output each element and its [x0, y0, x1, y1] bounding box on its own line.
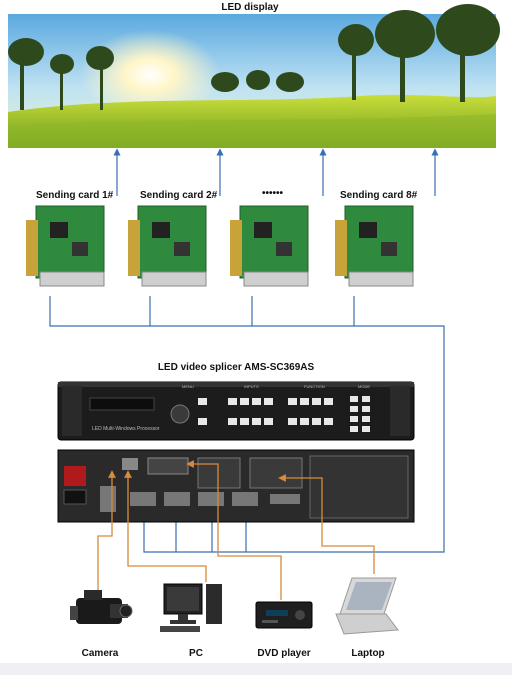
splicer-title: LED video splicer AMS-SC369AS — [157, 362, 315, 373]
panel-section-inputs: INPUTS — [244, 384, 259, 389]
link-dvd — [186, 460, 282, 600]
dvd-player-label: DVD player — [257, 648, 311, 659]
panel-section-mode: MODE — [358, 384, 370, 389]
splicer-front-panel — [57, 381, 415, 441]
splicer-rear-panel — [57, 449, 415, 523]
sending-card-8 — [335, 205, 414, 287]
sending-card-3 — [230, 205, 309, 287]
panel-section-menu: MENU — [182, 384, 194, 389]
dvd-player-icon — [255, 601, 313, 629]
pc-icon — [160, 583, 222, 632]
card-bus — [49, 296, 445, 553]
link-camera — [97, 470, 116, 592]
front-panel-text: LED Multi-Windows Processor — [92, 426, 160, 432]
led-display-title: LED display — [221, 2, 279, 13]
sending-card-8-label: Sending card 8# — [340, 190, 418, 201]
footer-band — [0, 663, 512, 675]
sending-card-1 — [26, 205, 105, 287]
panel-section-function: FUNCTION — [304, 384, 325, 389]
laptop-icon — [335, 577, 399, 635]
pc-label: PC — [189, 648, 203, 659]
link-pc — [124, 470, 207, 582]
sending-card-2 — [128, 205, 207, 287]
sending-card-ellipsis-label: •••••• — [262, 188, 284, 199]
camera-icon — [70, 590, 133, 624]
camera-label: Camera — [81, 648, 119, 659]
sending-card-2-label: Sending card 2# — [140, 190, 218, 201]
laptop-label: Laptop — [351, 648, 385, 659]
led-display-image — [8, 4, 500, 148]
link-laptop — [278, 474, 375, 574]
sending-card-1-label: Sending card 1# — [36, 190, 114, 201]
